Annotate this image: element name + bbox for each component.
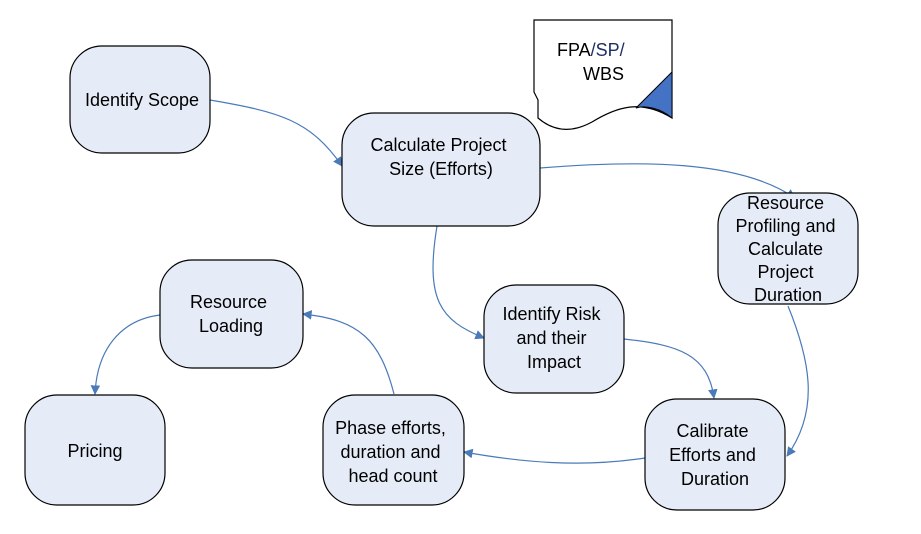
connector-risk-to-calibrate <box>623 338 718 399</box>
connector-loading-to-pricing <box>90 314 161 395</box>
node-identify-risk-label: Identify Risk and their Impact <box>502 304 605 372</box>
node-calibrate: Calibrate Efforts and Duration <box>644 398 786 511</box>
document-corner-fold <box>635 70 673 120</box>
node-calibrate-label: Calibrate Efforts and Duration <box>669 421 761 489</box>
node-resource-profiling-box <box>717 192 859 305</box>
connector-profiling-to-calibrate <box>786 305 809 457</box>
node-pricing-label: Pricing <box>67 441 122 461</box>
node-identify-risk-box <box>483 284 625 394</box>
node-pricing-box <box>24 394 166 506</box>
document-label-line1: FPA/SP/ <box>557 40 625 60</box>
node-resource-profiling-label: Resource Profiling and Calculate Project… <box>735 193 840 305</box>
node-calculate-size: Calculate Project Size (Efforts) <box>341 112 541 227</box>
node-pricing: Pricing <box>24 394 166 506</box>
connector-size-to-risk <box>432 225 485 340</box>
node-resource-loading-label: Resource Loading <box>190 292 272 336</box>
node-identify-scope-label: Identify Scope <box>85 90 199 110</box>
node-resource-loading-box <box>159 259 304 369</box>
node-phase-efforts-label: Phase efforts, duration and head count <box>335 418 451 486</box>
node-identify-risk: Identify Risk and their Impact <box>483 284 625 394</box>
node-identify-scope: Identify Scope <box>69 45 211 154</box>
node-calculate-size-box <box>341 112 541 227</box>
connector-size-to-resource-profiling <box>539 163 796 199</box>
document-outline <box>533 19 673 130</box>
connector-calibrate-to-phase <box>463 448 646 464</box>
document-label-line2: WBS <box>583 64 624 84</box>
node-identify-scope-box <box>69 45 211 154</box>
document-shape: FPA/SP/ WBS <box>533 19 673 130</box>
node-resource-loading: Resource Loading <box>159 259 304 369</box>
connector-phase-to-loading <box>302 310 395 395</box>
connector-scope-to-size <box>209 99 343 167</box>
node-phase-efforts: Phase efforts, duration and head count <box>322 394 465 506</box>
node-calculate-size-label: Calculate Project Size (Efforts) <box>370 135 511 179</box>
node-phase-efforts-box <box>322 394 465 506</box>
node-resource-profiling: Resource Profiling and Calculate Project… <box>717 192 859 305</box>
node-calibrate-box <box>644 398 786 511</box>
